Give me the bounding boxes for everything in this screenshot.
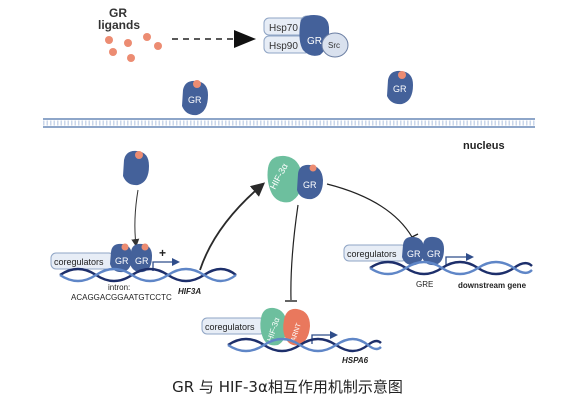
plus-sign: +	[159, 246, 166, 260]
arrow-to-dna	[131, 189, 140, 247]
nucleus-label: nucleus	[463, 140, 505, 152]
coregulators-label: coregulators	[347, 249, 397, 259]
ligand-dot	[398, 71, 406, 79]
dna-helix-gre	[369, 260, 533, 276]
nuclear-membrane	[43, 118, 535, 128]
gr-bound-right: GR	[387, 70, 413, 105]
induction-arrow	[199, 182, 266, 271]
gr-label: GR	[303, 180, 317, 190]
gr-protein	[297, 164, 323, 200]
coregulators-label: coregulators	[54, 257, 104, 267]
ligand-dot	[141, 243, 149, 251]
transcription-arrow	[311, 331, 338, 344]
gr-ligands-label-line2: ligands	[98, 18, 140, 32]
src-protein	[321, 32, 349, 58]
ligand-dot	[105, 36, 113, 44]
hsp90-label: Hsp90	[269, 41, 298, 52]
inhibition-line-down	[290, 204, 299, 301]
ligand-dot	[127, 54, 135, 62]
gr-label: GR	[427, 249, 441, 259]
inhibition-line-right	[326, 183, 413, 238]
gr-ligands-label-line1: GR	[109, 6, 127, 20]
downstream-gene-label: downstream gene	[458, 281, 527, 290]
ligand-dot	[124, 39, 132, 47]
ligand-dot	[309, 164, 317, 172]
ligand-dot	[143, 33, 151, 41]
figure-caption: GR 与 HIF-3α相互作用机制示意图	[172, 378, 403, 396]
hif3a-protein	[260, 307, 287, 346]
hif3a-gene-label: HIF3A	[178, 287, 201, 296]
hspa6-gene-label: HSPA6	[342, 356, 369, 365]
hif3a-gr-complex: HIF-3α GR	[267, 155, 323, 203]
dashed-arrow-head	[234, 30, 256, 48]
gr-label: GR	[407, 249, 421, 259]
ligand-dot	[121, 243, 129, 251]
dna-helix-hif3a	[59, 267, 237, 283]
dna-helix-hspa6	[227, 337, 382, 353]
gre-label: GRE	[416, 280, 433, 289]
gr-protein	[422, 236, 444, 266]
gr-bound-left: GR	[182, 80, 208, 116]
src-label: Src	[328, 41, 340, 50]
arnt-protein	[283, 308, 310, 346]
gr-protein	[130, 243, 152, 273]
gr-protein	[402, 236, 424, 266]
gr-label: GR	[135, 256, 149, 266]
hif3a-protein	[267, 155, 303, 203]
gr-dimer-hif3a: coregulators GR GR +	[50, 243, 180, 273]
gr-label: GR	[188, 95, 202, 105]
gr-label: GR	[393, 84, 407, 94]
gr-label: GR	[307, 36, 322, 47]
hsp70-label: Hsp70	[269, 23, 298, 34]
gr-dimer-gre: coregulators GR GR	[343, 236, 474, 266]
hif3a-arnt-hspa6: coregulators HIF-3α ARNT	[201, 307, 338, 346]
coregulators-label: coregulators	[205, 322, 255, 332]
intron-label: intron:	[108, 283, 130, 292]
ligand-dot	[193, 80, 201, 88]
gr-label: GR	[115, 256, 129, 266]
gr-nuclear	[123, 150, 149, 186]
intron-sequence: ACAGGACGGAATGTCCTC	[71, 293, 172, 302]
ligand-dot	[154, 42, 162, 50]
gr-protein	[387, 70, 413, 105]
free-ligands	[105, 33, 162, 62]
ligand-dot	[135, 151, 143, 159]
gr-protein	[123, 150, 149, 186]
hsp-gr-src-complex: Hsp70 Hsp90 GR Src	[263, 15, 349, 58]
ligand-dot	[109, 48, 117, 56]
gr-protein	[182, 80, 208, 116]
transcription-arrow	[445, 253, 474, 265]
gr-protein	[110, 243, 132, 273]
